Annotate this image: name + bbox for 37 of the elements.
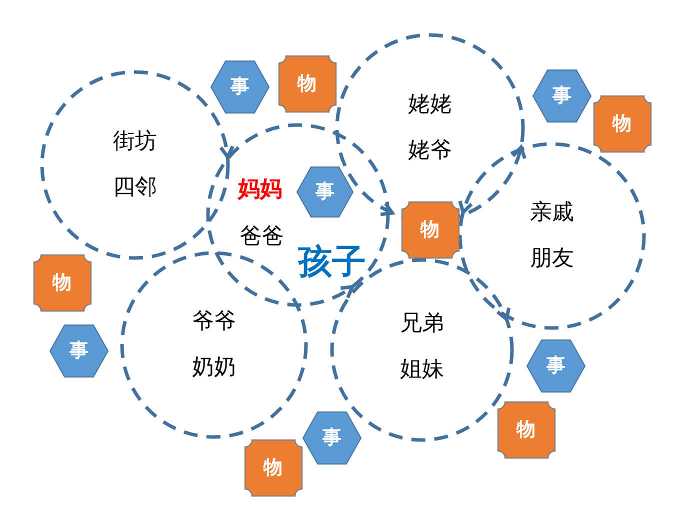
tag-label: 事 (316, 182, 334, 202)
circle-label: 妈妈 (238, 179, 282, 201)
tag-label: 物 (298, 74, 316, 94)
circle-label: 爸爸 (240, 226, 284, 248)
tag-label: 物 (516, 420, 536, 440)
hexagon-tag (210, 60, 270, 114)
tag-label: 物 (52, 274, 72, 292)
circle-label: 街坊 (113, 131, 157, 153)
circle-label: 奶奶 (192, 357, 236, 379)
tag-label: 事 (552, 86, 572, 106)
tag-label: 物 (612, 114, 632, 134)
hexagon-tag (296, 166, 354, 218)
tag-label: 物 (420, 220, 440, 240)
octagon-tag (244, 439, 302, 497)
hexagon-tag (526, 339, 586, 393)
hexagon-tag (49, 324, 109, 378)
tag-label: 事 (70, 342, 88, 360)
hexagon-tag (532, 69, 592, 123)
center-label: 孩子 (298, 245, 366, 279)
tag-label: 事 (322, 428, 342, 448)
tag-label: 物 (264, 458, 282, 478)
hexagon-tag (302, 411, 362, 465)
circle-label: 亲戚 (530, 202, 574, 224)
octagon-tag (496, 401, 556, 459)
circle-label: 四邻 (113, 177, 157, 199)
circle-label: 姥姥 (408, 94, 452, 116)
circle-label: 爷爷 (192, 311, 236, 333)
circle-label: 姥爷 (408, 140, 452, 162)
circle-label: 姐妹 (400, 359, 444, 381)
circle-label: 朋友 (530, 248, 574, 270)
octagon-tag (400, 201, 460, 259)
octagon-tag (32, 254, 92, 312)
octagon-tag (592, 95, 652, 153)
octagon-tag (278, 55, 336, 113)
tag-label: 事 (546, 356, 566, 376)
tag-label: 事 (230, 78, 250, 96)
circle-label: 兄弟 (400, 313, 444, 335)
